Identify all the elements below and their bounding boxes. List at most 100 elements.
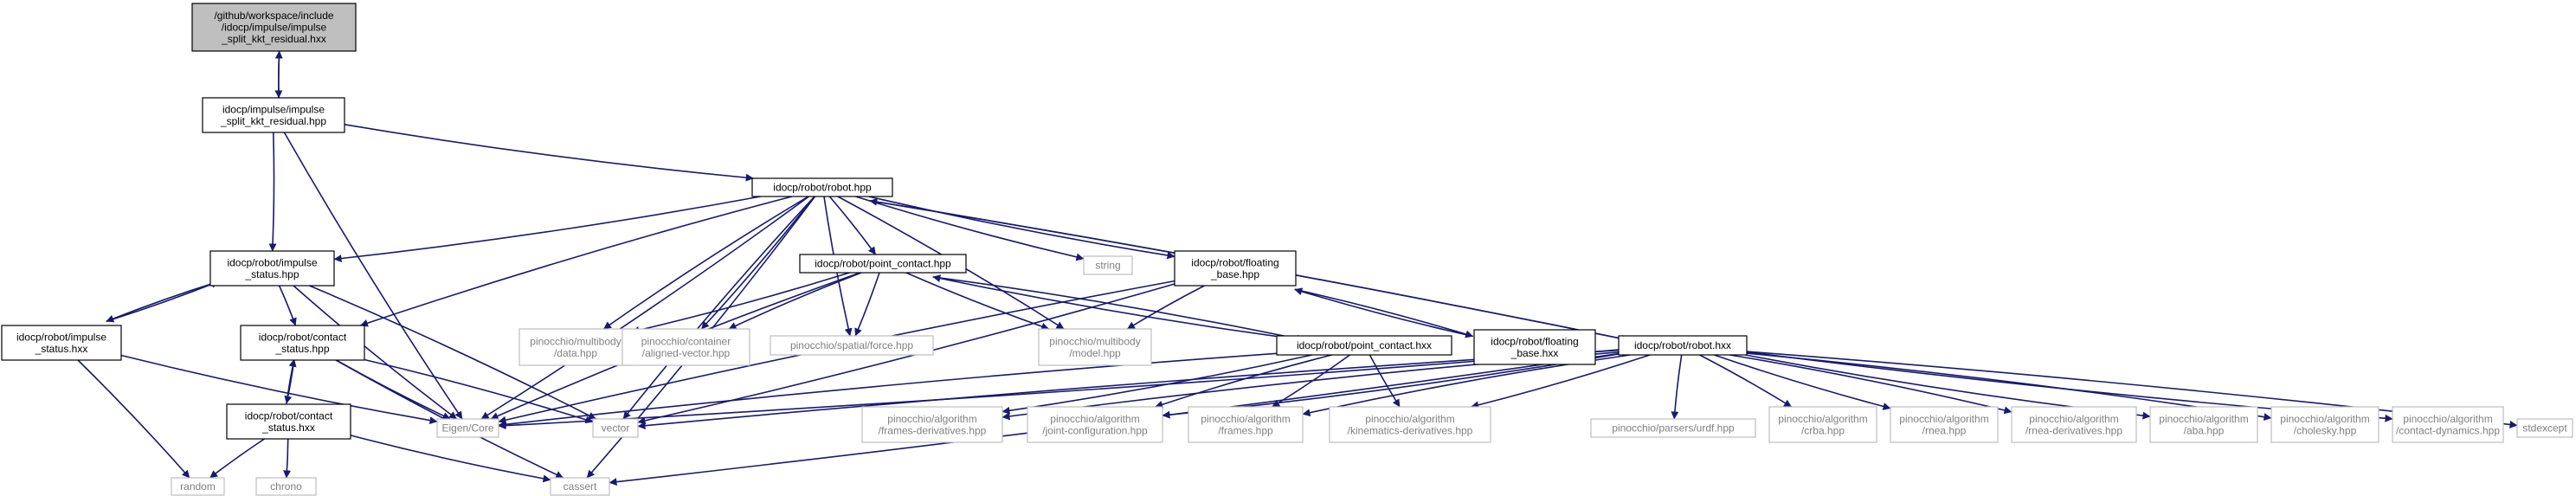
node-cholesky: pinocchio/algorithm/cholesky.hpp [2270, 406, 2380, 443]
node-robot-hxx[interactable]: idocp/robot/robot.hxx [1618, 335, 1748, 356]
node-label-line: vector [602, 422, 630, 435]
node-label-line: idocp/robot/floating [1191, 256, 1278, 268]
node-contact-status-hxx[interactable]: idocp/robot/contact_status.hxx [226, 403, 351, 440]
node-label-line: _status.hxx [35, 343, 88, 355]
edge-point_contact_hpp-to-spatial_force [854, 272, 880, 337]
edge-impulse_status_hpp-to-eigen_core [293, 285, 458, 420]
edge-contact_status_hxx-to-random [209, 438, 265, 479]
node-box [436, 418, 499, 438]
node-box [255, 477, 317, 496]
node-label-line: _status.hpp [244, 268, 299, 280]
edge-impulse_split_kkt_residual_hpp-to-impulse_status_hpp [268, 132, 277, 252]
node-label-line: pinocchio/algorithm [1050, 413, 1139, 425]
node-label-line: random [180, 480, 216, 493]
node-box [1768, 406, 1877, 443]
node-label-line: Eigen/Core [441, 422, 493, 435]
edge-robot_hpp-to-contact_status_hpp [359, 196, 793, 327]
node-floating-base-hpp[interactable]: idocp/robot/floating_base.hpp [1174, 250, 1297, 287]
edge-robot_hxx-to-crba [1699, 354, 1793, 408]
node-label-line: _base.hpp [1210, 268, 1259, 280]
node-label-line: /idocp/impulse/impulse [222, 22, 327, 34]
edge-contact_status_hxx-to-contact_status_hpp [286, 358, 297, 404]
node-label-line: chrono [270, 480, 302, 493]
edge-point_contact_hxx-to-frames [1272, 354, 1350, 408]
edge-point_contact_hxx-to-kinematics_derivatives [1368, 354, 1401, 408]
edge-contact_status_hxx-to-cassert [350, 435, 551, 483]
nodes-layer: /github/workspace/include/idocp/impulse/… [1, 3, 2573, 496]
node-label-line: cassert [564, 480, 597, 493]
node-box [770, 335, 934, 356]
node-multibody-data: pinocchio/multibody/data.hpp [518, 328, 633, 366]
node-box [226, 403, 351, 440]
node-box [2516, 418, 2573, 438]
edge-contact_status_hxx-to-chrono [283, 438, 292, 479]
node-box [209, 250, 335, 287]
node-box [1890, 406, 1999, 443]
edge-point_contact_hpp-to-aligned_vector [728, 272, 862, 330]
edge-floating_base_hpp-to-floating_base_hxx [1294, 288, 1474, 338]
edge-point_contact_hxx-to-point_contact_hpp [932, 274, 1304, 341]
node-label-line: pinocchio/multibody [1049, 335, 1140, 347]
node-box [1473, 329, 1596, 365]
node-label-line: stdexcept [2522, 422, 2567, 435]
node-label-line: idocp/robot/contact [259, 331, 347, 343]
node-label-line: _split_kkt_residual.hpp [220, 115, 326, 127]
node-label-line: pinocchio/algorithm [2403, 413, 2492, 425]
node-label-line: pinocchio/algorithm [1365, 413, 1454, 425]
node-box [2011, 406, 2137, 443]
node-label-line: /github/workspace/include [214, 10, 333, 22]
node-label-line: /data.hpp [554, 347, 597, 359]
node-label-line: idocp/robot/impulse [16, 331, 106, 343]
node-impulse-status-hpp[interactable]: idocp/robot/impulse_status.hpp [209, 250, 335, 287]
node-chrono: chrono [255, 477, 317, 496]
node-string: string [1083, 255, 1133, 275]
node-label-line: idocp/impulse/impulse [222, 103, 325, 115]
node-label-line: /rnea-derivatives.hpp [2025, 424, 2122, 436]
node-label-line: idocp/robot/robot.hxx [1634, 339, 1731, 351]
edge-robot_hxx-to-urdf [1671, 354, 1683, 420]
node-label-line: pinocchio/multibody [530, 335, 621, 347]
node-box [2149, 406, 2258, 443]
node-floating-base-hxx[interactable]: idocp/robot/floating_base.hxx [1473, 329, 1596, 365]
node-multibody-model: pinocchio/multibody/model.hpp [1038, 328, 1152, 366]
node-label-line: idocp/robot/robot.hpp [773, 182, 872, 194]
edge-impulse_split_kkt_residual_hpp-to-robot_hpp [344, 124, 754, 182]
node-aligned-vector: pinocchio/container/aligned-vector.hpp [621, 328, 750, 366]
node-box [592, 418, 639, 438]
edge-point_contact_hxx-to-eigen_core [498, 352, 1278, 428]
node-label-line: idocp/robot/floating [1491, 335, 1578, 347]
node-spatial-force: pinocchio/spatial/force.hpp [770, 335, 934, 356]
node-box [1038, 328, 1152, 366]
node-impulse-split-kkt-residual-hpp[interactable]: idocp/impulse/impulse_split_kkt_residual… [202, 97, 345, 133]
node-label-line: pinocchio/algorithm [887, 413, 976, 425]
edge-impulse_status_hpp-to-vector [309, 285, 596, 420]
node-label-line: /model.hpp [1069, 347, 1121, 359]
node-box [171, 477, 225, 496]
node-label-line: /frames-derivatives.hpp [879, 424, 987, 436]
node-aba: pinocchio/algorithm/aba.hpp [2149, 406, 2258, 443]
node-label-line: pinocchio/parsers/urdf.hpp [1612, 422, 1735, 435]
edge-impulse_split_kkt_residual_hpp-to-eigen_core [283, 132, 463, 420]
node-point-contact-hpp[interactable]: idocp/robot/point_contact.hpp [799, 254, 967, 274]
node-label-line: /cholesky.hpp [2294, 424, 2357, 436]
node-impulse-status-hxx[interactable]: idocp/robot/impulse_status.hxx [1, 325, 122, 361]
node-point-contact-hxx[interactable]: idocp/robot/point_contact.hxx [1276, 335, 1452, 356]
edge-robot_hxx-to-rnea [1714, 354, 1891, 410]
edge-robot_hpp-to-impulse_status_hpp [333, 196, 761, 263]
edge-robot_hpp-to-eigen_core [480, 196, 809, 420]
node-label-line: pinocchio/algorithm [1899, 413, 1988, 425]
node-label-line: idocp/robot/contact [245, 409, 333, 422]
node-random: random [171, 477, 225, 496]
node-robot-hpp[interactable]: idocp/robot/robot.hpp [751, 177, 893, 197]
node-stdexcept: stdexcept [2516, 418, 2573, 438]
node-contact-dynamics: pinocchio/algorithm/contact-dynamics.hpp [2392, 406, 2504, 443]
edge-point_contact_hpp-to-multibody_data [631, 272, 850, 334]
edge-robot_hpp-to-vector [622, 196, 815, 420]
edge-floating_base_hpp-to-vector [637, 283, 1175, 425]
node-box [621, 328, 750, 366]
node-box [202, 97, 345, 133]
node-label-line: _split_kkt_residual.hxx [221, 33, 326, 45]
node-contact-status-hpp[interactable]: idocp/robot/contact_status.hpp [240, 325, 365, 361]
node-label-line: pinocchio/algorithm [1201, 413, 1290, 425]
